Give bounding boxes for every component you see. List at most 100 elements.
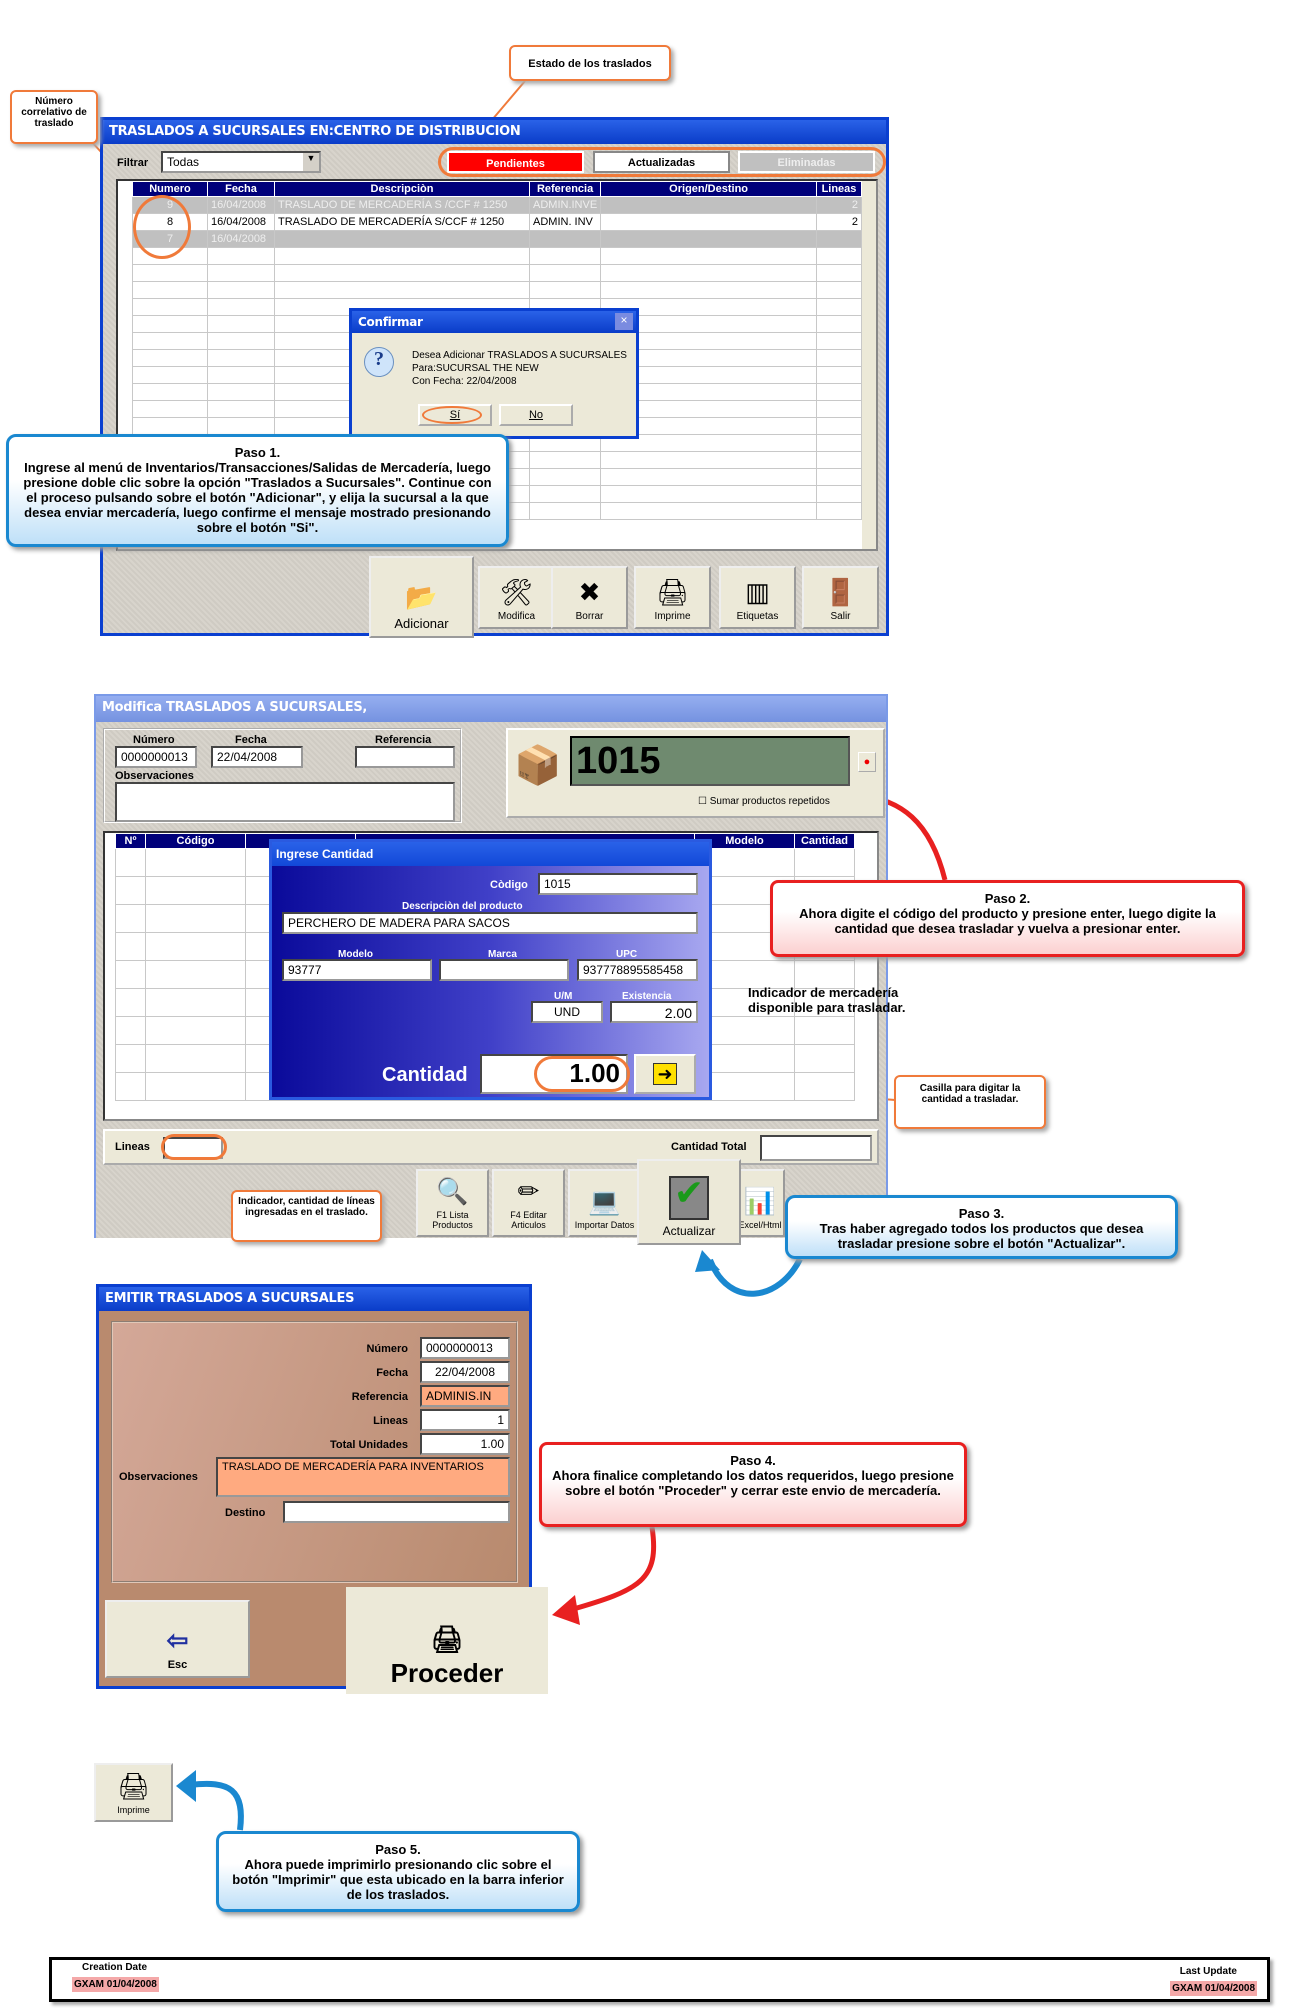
- cell: 16/04/2008: [207, 213, 275, 231]
- destino-field[interactable]: [283, 1501, 510, 1523]
- cell: [600, 196, 817, 214]
- editar-articulos-label: F4 Editar Articulos: [510, 1210, 547, 1230]
- esc-label: Esc: [167, 1659, 188, 1671]
- etiquetas-label: Etiquetas: [736, 611, 779, 622]
- status-highlight: [438, 147, 886, 177]
- upc-field[interactable]: 937778895585458: [577, 959, 698, 981]
- modelo-field[interactable]: 93777: [282, 959, 432, 981]
- tools-icon: 🛠: [499, 577, 533, 607]
- fecha-field[interactable]: 22/04/2008: [211, 746, 303, 768]
- codigo-field[interactable]: 1015: [538, 873, 698, 895]
- referencia-label: Referencia: [351, 1391, 408, 1403]
- callout-paso1: Paso 1.Ingrese al menú de Inventarios/Tr…: [6, 434, 509, 547]
- status-pendientes[interactable]: Pendientes: [447, 151, 584, 173]
- observaciones-label: Observaciones: [115, 770, 194, 782]
- printer-icon: 🖨: [655, 577, 689, 607]
- borrar-button[interactable]: ✖Borrar: [551, 566, 628, 629]
- computer-icon: 💻: [588, 1186, 621, 1216]
- paso1-title: Paso 1.: [234, 445, 281, 460]
- creation-date-label: Creation Date: [82, 1962, 148, 1973]
- cantidad-field[interactable]: 1.00: [480, 1054, 628, 1094]
- marca-label: Marca: [488, 949, 517, 960]
- modifica-button[interactable]: 🛠Modifica: [478, 566, 555, 629]
- callout-existencia: Indicador de mercadería disponible para …: [748, 985, 906, 1015]
- col-descripcion[interactable]: Descripciòn: [274, 181, 530, 197]
- importar-datos-button[interactable]: 💻Importar Datos: [568, 1169, 641, 1237]
- cell: [600, 230, 817, 248]
- referencia-field[interactable]: ADMINIS.IN: [420, 1385, 510, 1407]
- referencia-label: Referencia: [375, 734, 432, 746]
- chevron-down-icon[interactable]: ▼: [303, 153, 319, 171]
- close-icon[interactable]: ×: [615, 313, 633, 330]
- col-numero[interactable]: Numero: [132, 181, 208, 197]
- callout-lineas: Indicador, cantidad de líneas ingresadas…: [231, 1190, 382, 1242]
- col-lineas[interactable]: Lineas: [816, 181, 862, 197]
- emitir-window: EMITIR TRASLADOS A SUCURSALES Número 000…: [96, 1284, 532, 1689]
- cantidad-total-field: [760, 1135, 872, 1161]
- cell: TRASLADO DE MERCADERÍA S /CCF # 1250: [274, 196, 530, 214]
- col-fecha[interactable]: Fecha: [207, 181, 275, 197]
- callout-estado: Estado de los traslados: [509, 45, 671, 81]
- descripcion-label: Descripciòn del producto: [402, 901, 523, 912]
- col-no[interactable]: Nº: [115, 833, 146, 849]
- actualizar-button[interactable]: ✔Actualizar: [637, 1159, 741, 1245]
- lista-productos-button[interactable]: 🔍F1 Lista Productos: [416, 1169, 489, 1237]
- cell: [274, 230, 530, 248]
- status-eliminadas[interactable]: Eliminadas: [738, 151, 875, 173]
- cell: TRASLADO DE MERCADERÍA S/CCF # 1250: [274, 213, 530, 231]
- code-input[interactable]: 1015: [570, 736, 850, 786]
- chart-icon: 📊: [743, 1186, 777, 1216]
- dialog-date: Con Fecha: 22/04/2008: [412, 376, 517, 387]
- yes-highlight: [422, 406, 482, 424]
- proceder-button[interactable]: 🖨Proceder: [346, 1587, 548, 1694]
- callout-casilla: Casilla para digitar la cantidad a trasl…: [894, 1075, 1046, 1129]
- um-field: UND: [531, 1001, 603, 1023]
- observaciones-field[interactable]: TRASLADO DE MERCADERÍA PARA INVENTARIOS: [216, 1457, 510, 1497]
- accept-arrow-button[interactable]: ➜: [634, 1054, 696, 1094]
- numero-field[interactable]: 0000000013: [420, 1337, 510, 1359]
- descripcion-field[interactable]: PERCHERO DE MADERA PARA SACOS: [282, 912, 698, 934]
- cell: 2: [816, 213, 862, 231]
- sumar-checkbox[interactable]: ☐ Sumar productos repetidos: [698, 796, 830, 807]
- paso4-text: Ahora finalice completando los datos req…: [552, 1468, 954, 1498]
- observaciones-field[interactable]: [115, 782, 455, 822]
- etiquetas-button[interactable]: ▥ Etiquetas: [719, 566, 796, 629]
- emitir-form: Número 0000000013 Fecha 22/04/2008 Refer…: [111, 1321, 518, 1583]
- marca-field[interactable]: [439, 959, 569, 981]
- esc-button[interactable]: ⇦Esc: [105, 1600, 250, 1678]
- borrar-label: Borrar: [575, 611, 604, 622]
- imprime-button[interactable]: 🖨Imprime: [94, 1763, 173, 1822]
- excel-html-button[interactable]: 📊Excel/Html: [735, 1169, 785, 1237]
- col-codigo[interactable]: Código: [145, 833, 246, 849]
- search-document-icon: 🔍: [436, 1176, 469, 1206]
- observaciones-label: Observaciones: [119, 1471, 198, 1483]
- col-origen-destino[interactable]: Origen/Destino: [600, 181, 817, 197]
- printer-icon: 🖨: [430, 1624, 464, 1654]
- imprime-button[interactable]: 🖨Imprime: [634, 566, 711, 629]
- code-entry-panel: 📦 1015 ● ☐ Sumar productos repetidos: [506, 728, 885, 818]
- status-actualizadas[interactable]: Actualizadas: [593, 151, 730, 173]
- codigo-label: Còdigo: [490, 879, 528, 891]
- upc-label: UPC: [616, 949, 638, 960]
- numero-field[interactable]: 0000000013: [115, 746, 197, 768]
- salir-label: Salir: [830, 611, 851, 622]
- paso3-text: Tras haber agregado todos los productos …: [819, 1221, 1144, 1251]
- destino-label: Destino: [225, 1507, 266, 1519]
- footer: Creation Date GXAM 01/04/2008 Last Updat…: [49, 1957, 1270, 2002]
- no-button[interactable]: No: [499, 404, 573, 426]
- scrollbar[interactable]: [862, 181, 876, 549]
- referencia-field[interactable]: [355, 746, 455, 768]
- salir-button[interactable]: 🚪Salir: [802, 566, 879, 629]
- um-label: U/M: [554, 991, 573, 1002]
- record-button[interactable]: ●: [858, 752, 876, 772]
- barcode-icon: ▥: [745, 577, 770, 607]
- adicionar-button[interactable]: 📂Adicionar: [369, 556, 474, 638]
- editar-articulos-button[interactable]: ✏F4 Editar Articulos: [492, 1169, 565, 1237]
- filter-select[interactable]: Todas▼: [161, 151, 321, 173]
- col-referencia[interactable]: Referencia: [528, 181, 602, 197]
- col-cantidad[interactable]: Cantidad: [794, 833, 855, 849]
- fecha-field[interactable]: 22/04/2008: [420, 1361, 510, 1383]
